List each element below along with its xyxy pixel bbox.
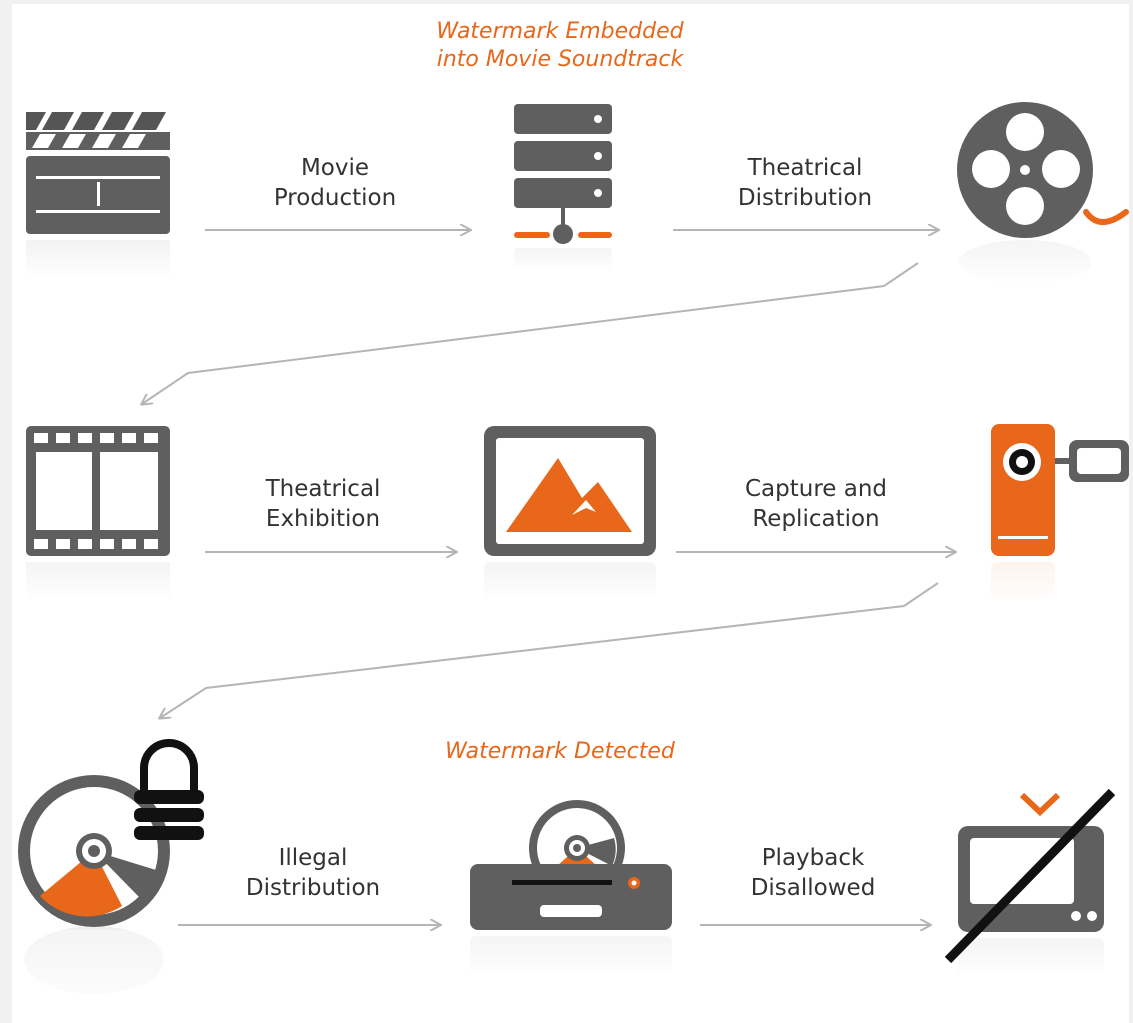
- crossed-tv-icon: [944, 788, 1116, 978]
- connector-row2-row3: [160, 582, 939, 718]
- clapperboard-icon: [24, 108, 172, 280]
- film-strip-icon: [26, 426, 170, 602]
- step-label-illegal-distribution: Illegal Distribution: [245, 845, 381, 901]
- step-label-theatrical-distribution: Theatrical Distribution: [737, 155, 873, 211]
- connector-row1-row2: [142, 262, 919, 404]
- step-label-capture-replication: Capture and Replication: [744, 476, 888, 532]
- disc-player-icon: [470, 800, 672, 976]
- locked-disc-icon: [18, 739, 204, 1023]
- step-label-movie-production: Movie Production: [273, 155, 397, 211]
- frame-border-top: [0, 0, 1133, 4]
- film-reel-icon: [955, 102, 1129, 285]
- step-label-playback-disallowed: Playback Disallowed: [750, 845, 876, 901]
- step-label-theatrical-exhibition: Theatrical Exhibition: [265, 476, 381, 532]
- server-icon: [514, 104, 612, 270]
- camcorder-icon: [991, 424, 1129, 602]
- picture-screen-icon: [484, 426, 656, 602]
- frame-border-right: [1129, 0, 1133, 1023]
- watermark-embedded-note: Watermark Embedded into Movie Soundtrack: [436, 19, 684, 72]
- frame-border-left: [0, 0, 12, 1023]
- watermark-detected-note: Watermark Detected: [445, 739, 675, 764]
